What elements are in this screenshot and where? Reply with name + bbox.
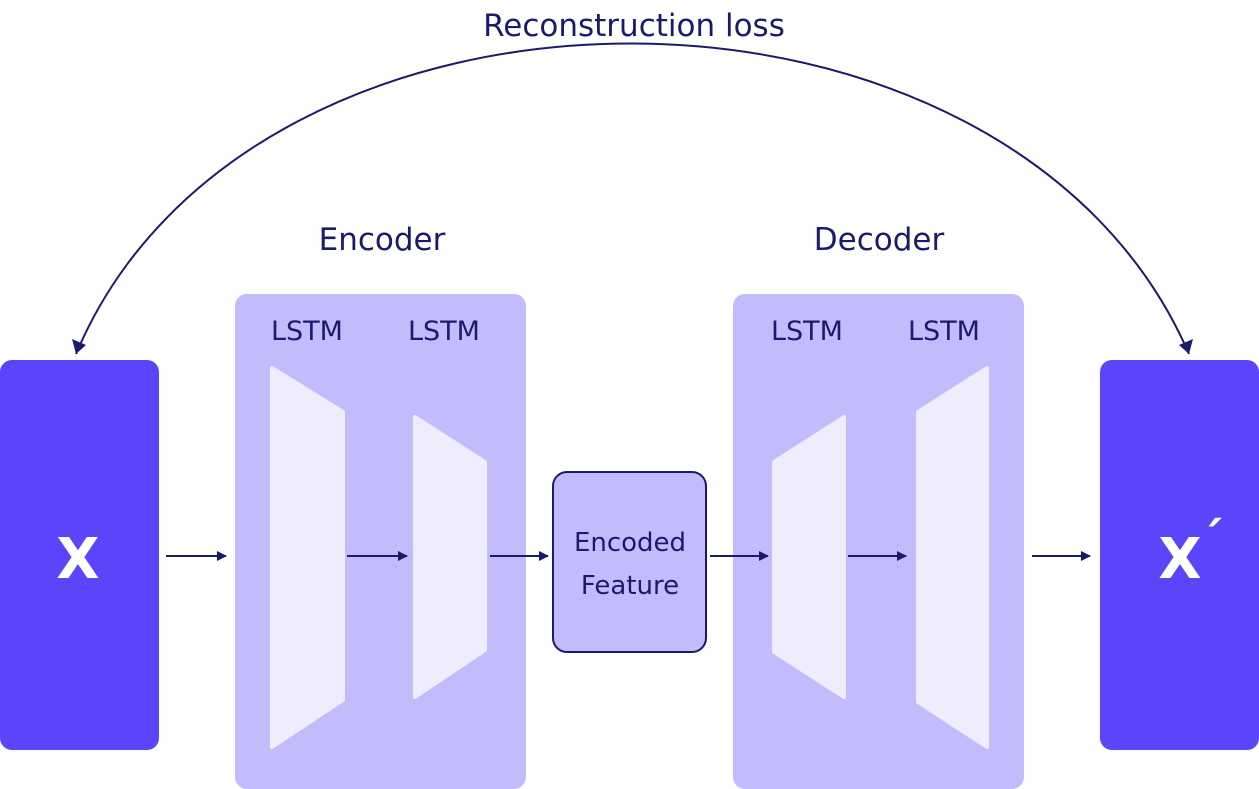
output-prime-mark: ´ bbox=[1200, 512, 1224, 568]
arc-arrowhead-left bbox=[72, 339, 86, 354]
encoder-label: Encoder bbox=[319, 222, 446, 258]
input-label: X bbox=[56, 527, 99, 592]
decoder-lstm-layer-2 bbox=[916, 366, 989, 749]
decoder-label: Decoder bbox=[814, 222, 945, 258]
reconstruction-loss-arc bbox=[75, 42, 1190, 355]
output-label: X bbox=[1158, 527, 1201, 592]
encoded-feature-line-2: Feature bbox=[581, 571, 679, 601]
reconstruction-loss-title: Reconstruction loss bbox=[483, 8, 785, 44]
arc-arrowhead-right bbox=[1179, 339, 1193, 354]
decoder-lstm-layer-1 bbox=[772, 415, 846, 699]
encoder-lstm-label-1: LSTM bbox=[271, 316, 343, 347]
decoder-lstm-label-2: LSTM bbox=[908, 316, 980, 347]
decoder-lstm-label-1: LSTM bbox=[771, 316, 843, 347]
encoded-feature-box bbox=[552, 471, 707, 653]
encoder-lstm-label-2: LSTM bbox=[408, 316, 480, 347]
encoder-lstm-layer-1 bbox=[270, 366, 345, 749]
encoder-lstm-layer-2 bbox=[413, 415, 487, 699]
encoded-feature-line-1: Encoded bbox=[574, 528, 686, 558]
input-box bbox=[0, 360, 159, 750]
output-box bbox=[1100, 360, 1259, 750]
